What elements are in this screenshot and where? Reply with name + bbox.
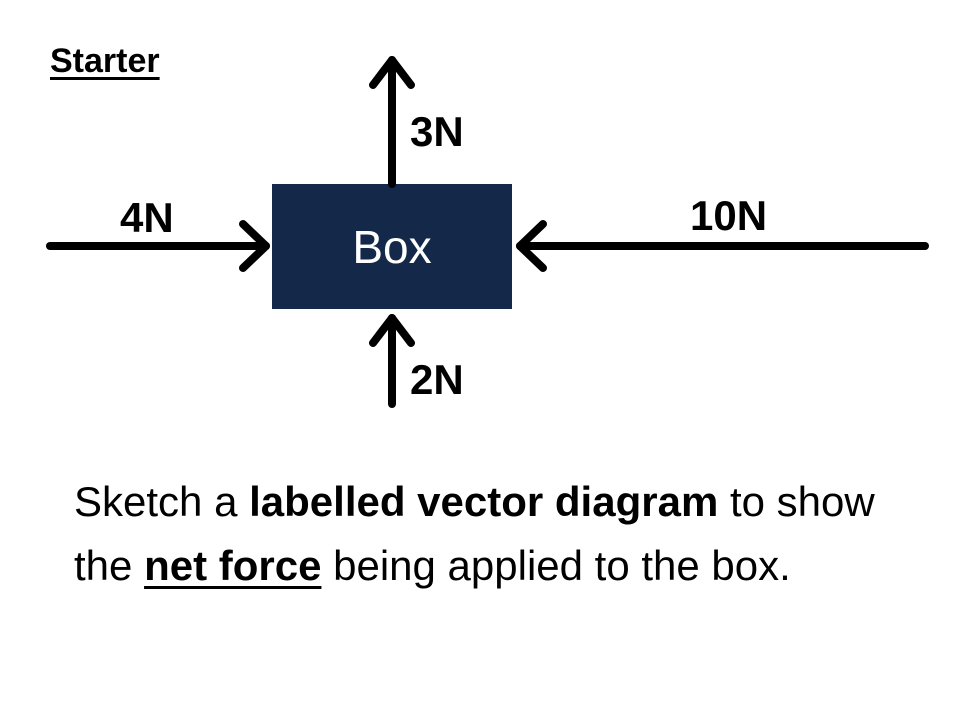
force-arrow-up bbox=[369, 56, 415, 188]
force-label-right: 10N bbox=[690, 192, 767, 239]
force-diagram: Box 3N 4N 10N 2N bbox=[46, 56, 929, 408]
task-emphasis-vector-diagram: labelled vector diagram bbox=[249, 478, 719, 525]
task-text-3: being applied to the box. bbox=[321, 542, 791, 589]
box bbox=[272, 184, 512, 309]
box-label: Box bbox=[352, 221, 431, 273]
starter-heading: Starter bbox=[50, 42, 160, 80]
force-arrow-left bbox=[46, 220, 270, 272]
task-emphasis-net-force: net force bbox=[144, 542, 322, 589]
task-text-1: Sketch a bbox=[74, 478, 250, 525]
force-label-up: 3N bbox=[410, 108, 464, 155]
task-text-2: to show the bbox=[74, 478, 875, 589]
task-instructions: Sketch a labelled vector diagram to show… bbox=[74, 470, 914, 598]
force-label-down: 2N bbox=[410, 356, 464, 403]
force-label-left: 4N bbox=[120, 194, 174, 241]
force-arrow-down bbox=[369, 314, 415, 408]
force-arrow-right bbox=[516, 220, 929, 272]
